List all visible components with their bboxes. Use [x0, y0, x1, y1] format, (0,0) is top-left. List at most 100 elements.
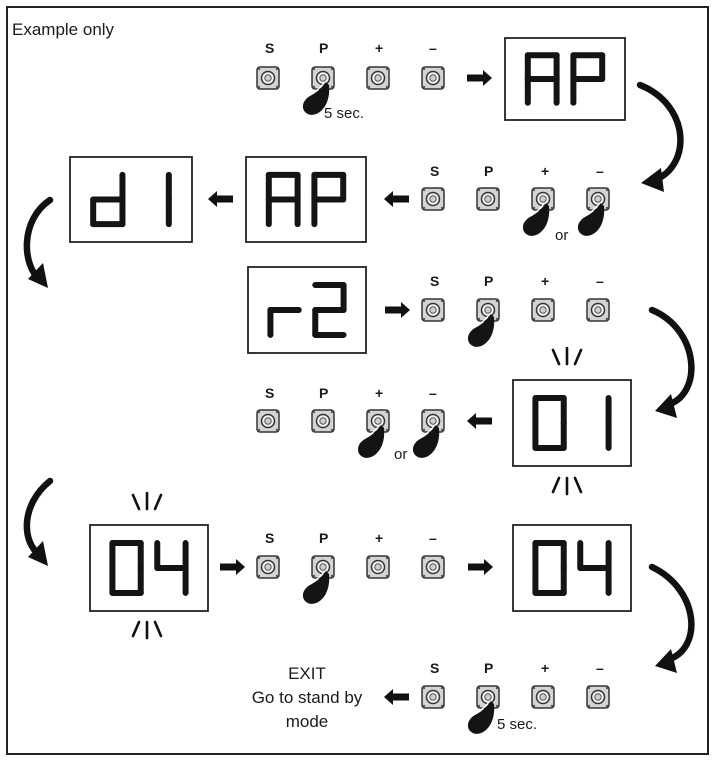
arrow-right-icon — [468, 559, 493, 575]
display-digit — [577, 540, 612, 596]
display-digit — [524, 52, 560, 106]
arrow-left-icon — [208, 191, 233, 207]
or-label: or — [555, 227, 569, 244]
button-p — [311, 555, 335, 579]
arrow-left-icon — [384, 689, 409, 705]
button-label-p: P — [319, 40, 329, 56]
arrow-right-icon — [220, 559, 245, 575]
display-digit — [532, 395, 567, 451]
blink-marks-icon — [131, 491, 163, 511]
display-digit — [109, 540, 144, 596]
hold-time-label: 5 sec. — [324, 105, 365, 122]
button-label-plus: + — [375, 530, 384, 546]
button-label-s: S — [430, 273, 440, 289]
button-plus — [366, 66, 390, 90]
button-plus — [366, 409, 390, 433]
display-frame — [512, 379, 632, 467]
display-ap — [504, 37, 626, 121]
arrow-left-icon — [384, 191, 409, 207]
curved-arrow-icon — [636, 81, 684, 192]
button-label-plus: + — [375, 40, 384, 56]
display-frame — [89, 524, 209, 612]
arrow-right-icon — [467, 70, 492, 86]
display-frame — [245, 156, 367, 243]
curved-arrow-icon — [23, 477, 54, 566]
blink-marks-icon — [131, 620, 163, 640]
curved-arrow-icon — [648, 306, 695, 418]
diagram-frame — [6, 6, 709, 755]
button-minus — [586, 187, 610, 211]
button-label-minus: – — [596, 660, 604, 676]
display-digit — [265, 171, 301, 228]
display-digit — [312, 282, 347, 338]
or-label: or — [394, 446, 408, 463]
display-04 — [512, 524, 632, 612]
button-s — [256, 555, 280, 579]
button-plus — [531, 187, 555, 211]
display-01-blinking — [512, 379, 632, 467]
button-p — [476, 685, 500, 709]
arrow-left-icon — [467, 413, 492, 429]
exit-title: EXIT — [288, 664, 326, 683]
button-p — [311, 409, 335, 433]
button-label-s: S — [265, 385, 275, 401]
display-digit — [311, 171, 347, 228]
button-p — [476, 187, 500, 211]
button-minus — [421, 555, 445, 579]
button-label-s: S — [430, 163, 440, 179]
button-p — [476, 298, 500, 322]
button-label-minus: – — [596, 163, 604, 179]
curved-arrow-icon — [648, 563, 695, 673]
display-r2 — [247, 266, 367, 354]
button-label-s: S — [430, 660, 440, 676]
button-s — [421, 298, 445, 322]
exit-text: EXIT Go to stand by mode — [240, 662, 374, 734]
button-label-p: P — [319, 530, 329, 546]
button-minus — [421, 409, 445, 433]
display-digit — [90, 171, 126, 228]
button-s — [256, 409, 280, 433]
button-label-p: P — [319, 385, 329, 401]
button-p — [311, 66, 335, 90]
button-label-s: S — [265, 40, 275, 56]
button-label-p: P — [484, 163, 494, 179]
button-s — [421, 187, 445, 211]
hold-time-label: 5 sec. — [497, 716, 538, 733]
button-minus — [421, 66, 445, 90]
button-s — [256, 66, 280, 90]
exit-description: mode — [285, 712, 329, 731]
display-digit — [532, 540, 567, 596]
button-label-plus: + — [541, 660, 550, 676]
button-label-p: P — [484, 660, 494, 676]
button-s — [421, 685, 445, 709]
blink-marks-icon — [551, 346, 583, 366]
display-frame — [512, 524, 632, 612]
display-frame — [247, 266, 367, 354]
button-label-minus: – — [596, 273, 604, 289]
display-digit — [154, 540, 189, 596]
button-plus — [531, 685, 555, 709]
button-plus — [531, 298, 555, 322]
display-digit — [570, 52, 606, 106]
display-digit — [267, 307, 302, 338]
button-label-plus: + — [541, 163, 550, 179]
button-label-minus: – — [429, 530, 437, 546]
button-label-plus: + — [541, 273, 550, 289]
curved-arrow-icon — [23, 196, 54, 288]
display-ap — [245, 156, 367, 243]
exit-description: Go to stand by — [251, 688, 363, 707]
button-plus — [366, 555, 390, 579]
button-label-minus: – — [429, 385, 437, 401]
button-minus — [586, 298, 610, 322]
arrow-right-icon — [385, 302, 410, 318]
example-note: Example only — [12, 20, 115, 39]
display-04-blinking — [89, 524, 209, 612]
button-label-plus: + — [375, 385, 384, 401]
button-minus — [586, 685, 610, 709]
display-frame — [504, 37, 626, 121]
display-d1 — [69, 156, 193, 243]
display-frame — [69, 156, 193, 243]
button-label-s: S — [265, 530, 275, 546]
blink-marks-icon — [551, 476, 583, 496]
